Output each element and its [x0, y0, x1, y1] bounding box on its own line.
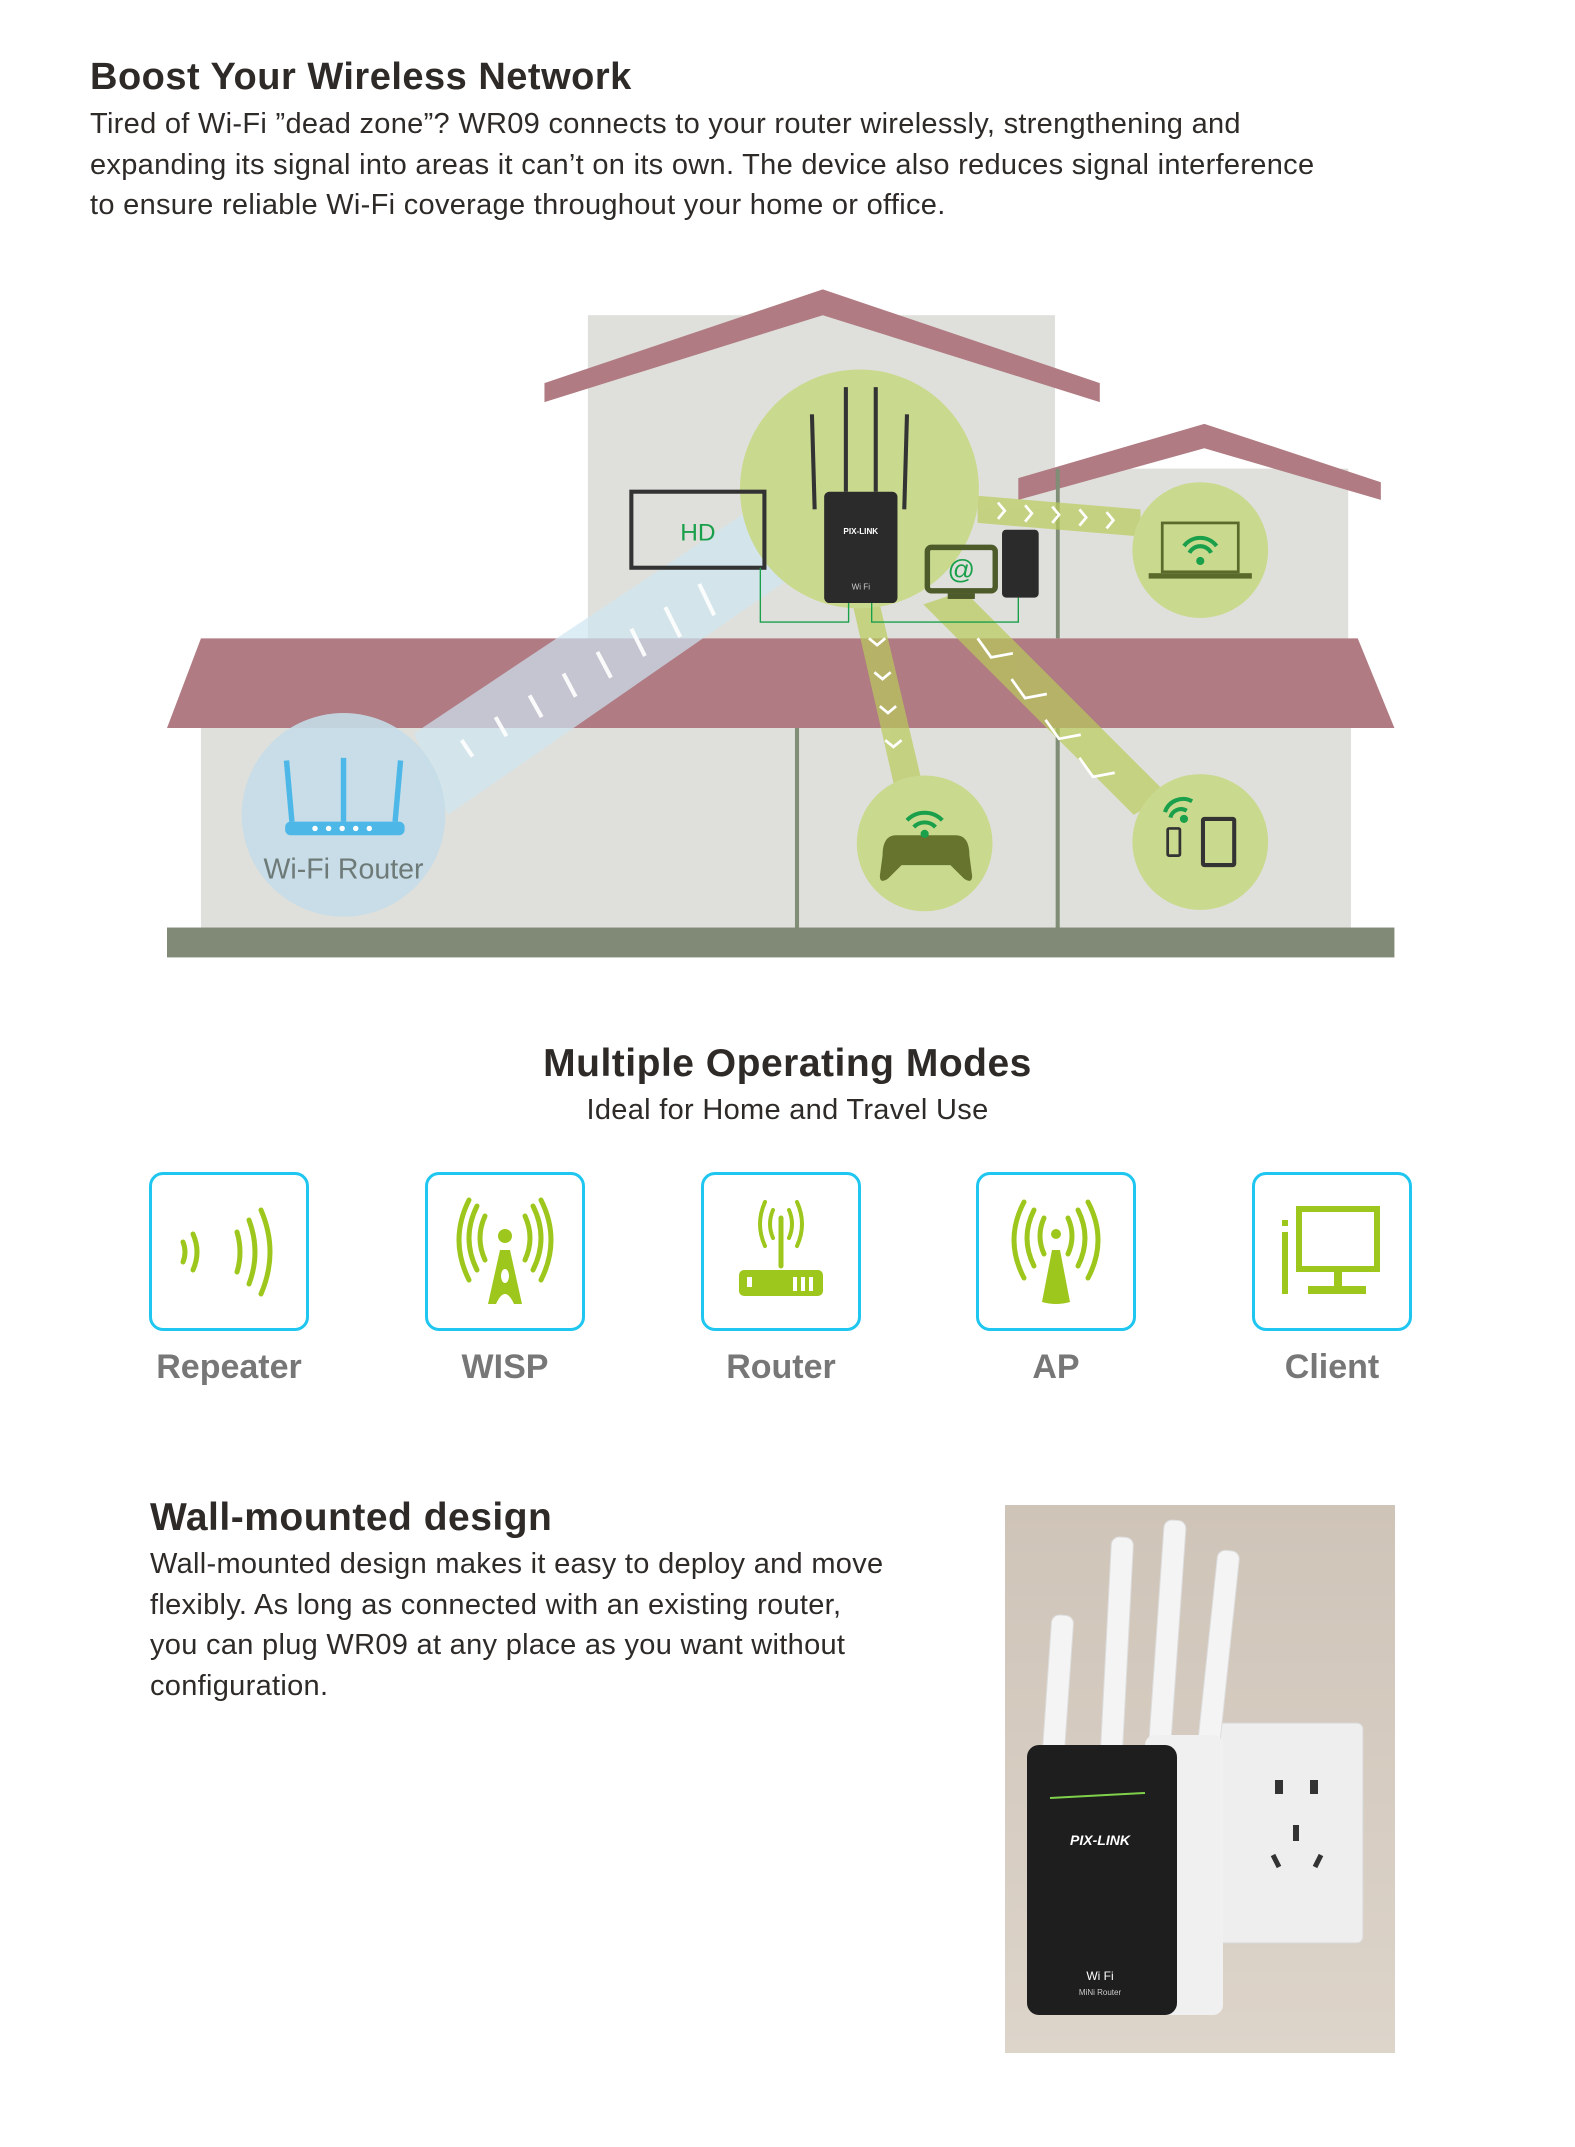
router-icon: [701, 1172, 861, 1331]
boost-line: to ensure reliable Wi-Fi coverage throug…: [90, 189, 946, 221]
extender-zone: [739, 369, 979, 609]
svg-text:Wi Fi: Wi Fi: [1086, 1969, 1113, 1983]
wall-description: Wall-mounted design makes it easy to dep…: [150, 1544, 883, 1706]
mode-ap: AP: [976, 1172, 1136, 1386]
wall-line: flexibly. As long as connected with an e…: [150, 1588, 842, 1621]
tv-icon: [629, 489, 767, 570]
laptop-icon: [1148, 521, 1252, 579]
tv-label: HD: [680, 520, 715, 547]
modes-subtitle: Ideal for Home and Travel Use: [586, 1094, 989, 1126]
svg-text:Wi Fi: Wi Fi: [852, 582, 871, 591]
mode-repeater: Repeater: [149, 1172, 309, 1386]
mode-label: Router: [726, 1348, 836, 1386]
wall-line: you can plug WR09 at any place as you wa…: [150, 1629, 846, 1661]
desktop-computer-icon: @: [924, 529, 1039, 599]
ground: [167, 927, 1395, 958]
boost-line: expanding its signal into areas it can’t…: [90, 148, 1315, 181]
svg-text:@: @: [948, 554, 976, 585]
laptop-zone: [1132, 482, 1269, 618]
side-roof: [1018, 423, 1381, 500]
wall-title: Wall-mounted design: [150, 1496, 553, 1539]
wall-line: configuration.: [150, 1669, 329, 1702]
wisp-tower-icon: [425, 1172, 585, 1331]
mode-client: Client: [1252, 1172, 1412, 1386]
client-computer-icon: [1252, 1172, 1412, 1331]
boost-line: Tired of Wi-Fi ”dead zone”? WR09 connect…: [90, 108, 1241, 140]
extender-body: [1027, 1745, 1177, 2015]
svg-text:PIX-LINK: PIX-LINK: [843, 527, 878, 536]
gamepad-icon: [879, 810, 973, 881]
mode-label: AP: [1032, 1348, 1080, 1386]
wifi-router-icon: [283, 757, 405, 836]
mobile-zone: [1132, 774, 1269, 910]
main-roof: [544, 289, 1100, 403]
svg-text:PIX-LINK: PIX-LINK: [1070, 1832, 1131, 1848]
mode-wisp: WISP: [425, 1172, 585, 1386]
router-signal-beam: [414, 502, 802, 815]
repeater-icon: [149, 1172, 309, 1331]
wall-socket: [1204, 1722, 1364, 1944]
mode-label: Client: [1284, 1348, 1380, 1386]
router-label: Wi-Fi Router: [264, 854, 424, 886]
boost-description: Tired of Wi-Fi ”dead zone”? WR09 connect…: [90, 104, 1314, 226]
mode-router: Router: [701, 1172, 861, 1386]
access-point-icon: [976, 1172, 1136, 1331]
wall-line: Wall-mounted design makes it easy to dep…: [150, 1548, 884, 1580]
mode-label: WISP: [461, 1348, 549, 1386]
svg-text:MiNi Router: MiNi Router: [1079, 1988, 1122, 1997]
modes-title: Multiple Operating Modes: [543, 1042, 1032, 1085]
mode-label: Repeater: [156, 1348, 302, 1386]
wall-mounted-product-photo: PIX-LINK Wi Fi MiNi Router: [1005, 1505, 1395, 2053]
phone-tablet-icon: [1163, 796, 1237, 868]
boost-title: Boost Your Wireless Network: [90, 56, 632, 98]
extender-device: PIX-LINK Wi Fi: [809, 387, 910, 604]
